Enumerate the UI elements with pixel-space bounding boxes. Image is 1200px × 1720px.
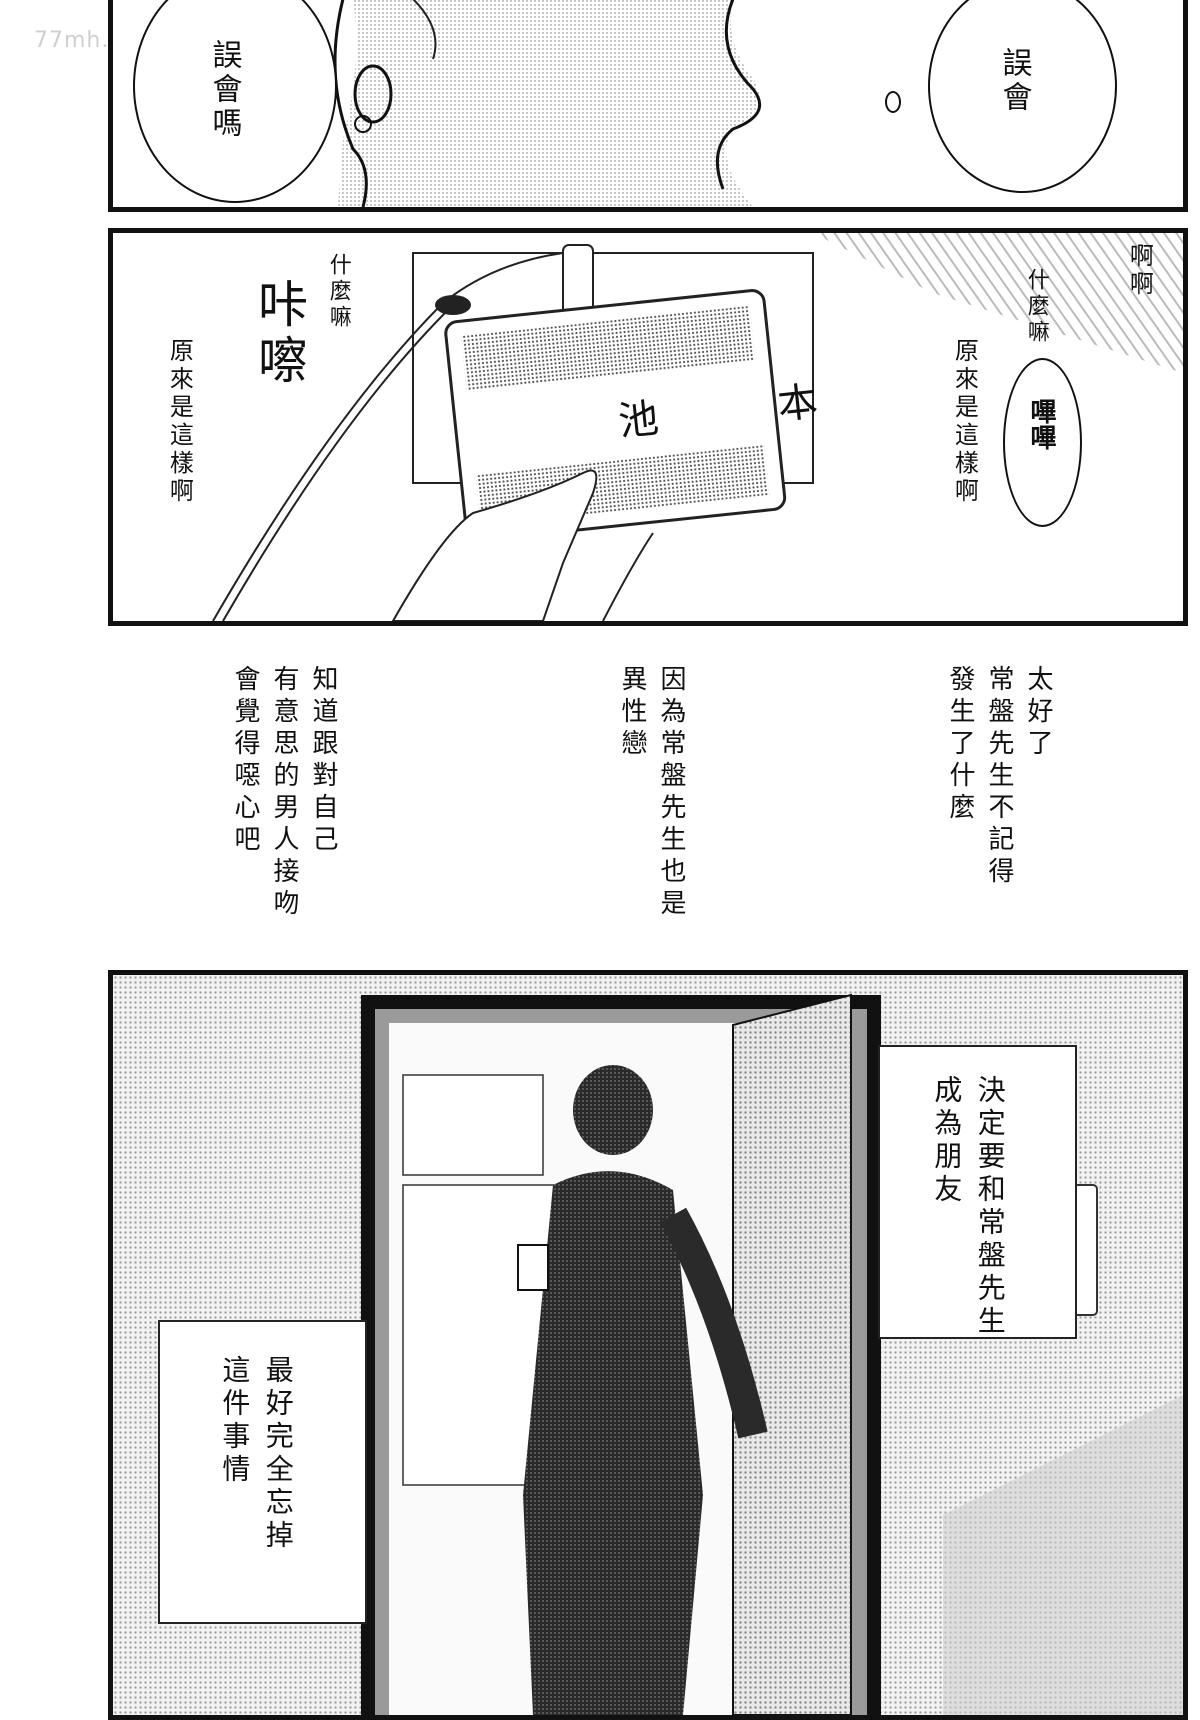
- bubble-tail-dot: [885, 91, 901, 113]
- narration-middle: 因為常盤先生也是 異性戀: [617, 665, 686, 921]
- right-text-ahh: 啊啊: [1125, 243, 1154, 299]
- caption-box-left: [158, 1320, 367, 1624]
- face-profile-art: [333, 0, 762, 207]
- narration-right: 太好了 常盤先生不記得 發生了什麼: [945, 665, 1053, 889]
- sfx-click: 咔嚓: [250, 278, 308, 390]
- left-text-so-thats-it: 原來是這樣啊: [165, 338, 194, 506]
- panel-face-closeup: 誤會嗎 誤會: [108, 0, 1188, 212]
- sfx-bubble: [1003, 358, 1082, 527]
- caption-forget-it: 最好完全忘掉 這件事情: [218, 1355, 295, 1553]
- narration-left: 知道跟對自己 有意思的男人接吻 會覺得噁心吧: [230, 665, 338, 921]
- speech-bubble-left: [133, 0, 337, 203]
- left-text-what: 什麼嘛: [325, 253, 351, 331]
- badge-hand-art: [212, 233, 1183, 621]
- right-text-what: 什麼嘛: [1023, 268, 1049, 346]
- caption-become-friends: 決定要和常盤先生 成為朋友: [930, 1075, 1007, 1339]
- bubble-text-misunderstand-question: 誤會嗎: [206, 39, 242, 141]
- panel-doorway: 決定要和常盤先生 成為朋友 最好完全忘掉 這件事情: [108, 970, 1188, 1720]
- panel-id-badge: 池 本 什麼嘛 咔嚓 原來是這樣啊 啊啊 什麼嘛 原來是這樣啊 嗶嗶: [108, 228, 1188, 626]
- doorway-art: [361, 993, 1183, 1715]
- right-text-so-thats-it: 原來是這樣啊: [950, 338, 979, 506]
- sfx-beep: 嗶嗶: [1026, 398, 1056, 450]
- bubble-text-misunderstand: 誤會: [996, 47, 1032, 115]
- speech-bubble-right: [928, 0, 1117, 193]
- caption-box-right: [878, 1045, 1077, 1339]
